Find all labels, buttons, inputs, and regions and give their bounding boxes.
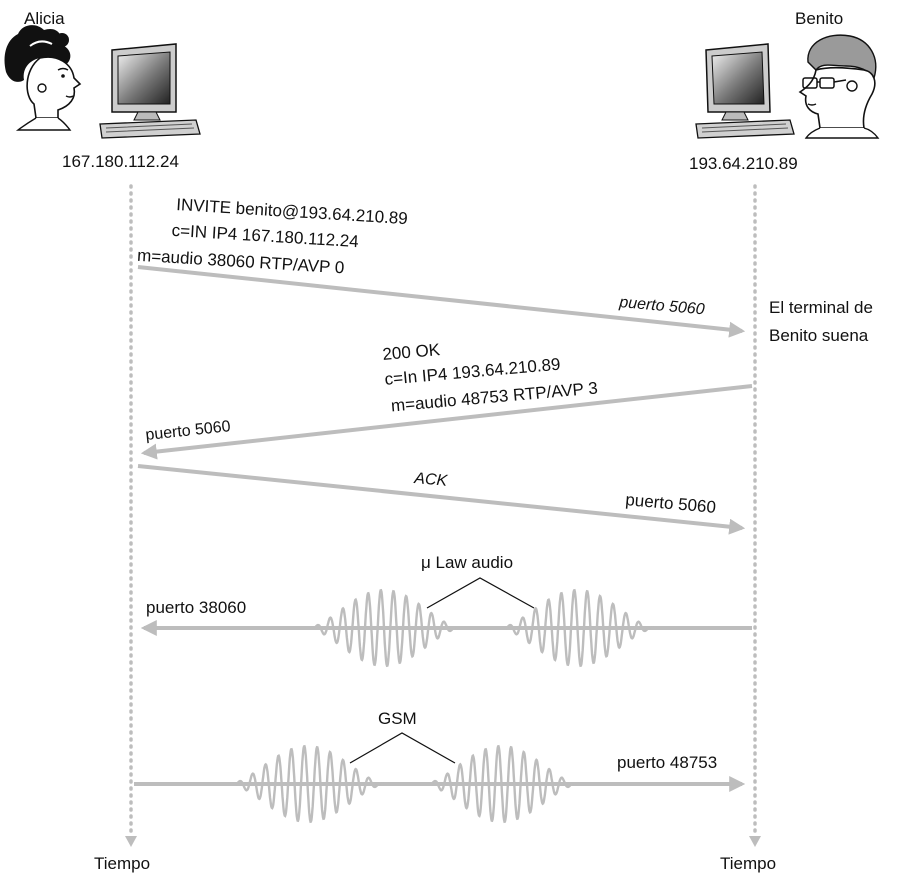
mulaw-packet-2 [500, 588, 655, 668]
alicia-name: Alicia [24, 9, 65, 28]
benito-ip: 193.64.210.89 [689, 154, 798, 173]
ack-arrow [137, 464, 746, 535]
alicia-time-label: Tiempo [94, 854, 150, 873]
gsm-port: puerto 48753 [617, 753, 717, 772]
alicia-computer-icon [99, 43, 201, 139]
alicia-timeline-arrow [125, 836, 137, 847]
ack-label: ACK [413, 470, 450, 490]
invite-port: puerto 5060 [618, 294, 706, 318]
mulaw-bracket [426, 577, 535, 609]
benito-time-label: Tiempo [720, 854, 776, 873]
invite-text-block: INVITE benito@193.64.210.89 c=IN IP4 167… [137, 195, 409, 278]
gsm-label: GSM [378, 709, 417, 728]
mulaw-label: μ Law audio [421, 553, 513, 572]
alicia-person-icon [4, 25, 82, 131]
benito-timeline-arrow [749, 836, 761, 847]
ringing-note-line-2: Benito suena [769, 326, 869, 345]
invite-arrow [137, 265, 746, 338]
ok-text-block: 200 OK c=In IP4 193.64.210.89 m=audio 48… [382, 340, 599, 415]
mulaw-port: puerto 38060 [146, 598, 246, 617]
invite-line-3: m=audio 38060 RTP/AVP 0 [137, 246, 345, 278]
ok-arrow [140, 384, 753, 460]
benito-computer-icon [695, 43, 795, 139]
ringing-note-line-1: El terminal de [769, 298, 873, 317]
gsm-packet-1 [230, 744, 385, 824]
benito-name: Benito [795, 9, 843, 28]
gsm-bracket [349, 732, 456, 764]
mulaw-packet-1 [308, 588, 460, 668]
gsm-packet-2 [425, 744, 578, 824]
ack-port: puerto 5060 [625, 490, 717, 517]
benito-person-icon [798, 34, 880, 139]
ok-port: puerto 5060 [145, 418, 232, 444]
invite-line-2: c=IN IP4 167.180.112.24 [171, 221, 359, 251]
alicia-ip: 167.180.112.24 [62, 152, 179, 171]
ok-line-1: 200 OK [382, 340, 442, 364]
